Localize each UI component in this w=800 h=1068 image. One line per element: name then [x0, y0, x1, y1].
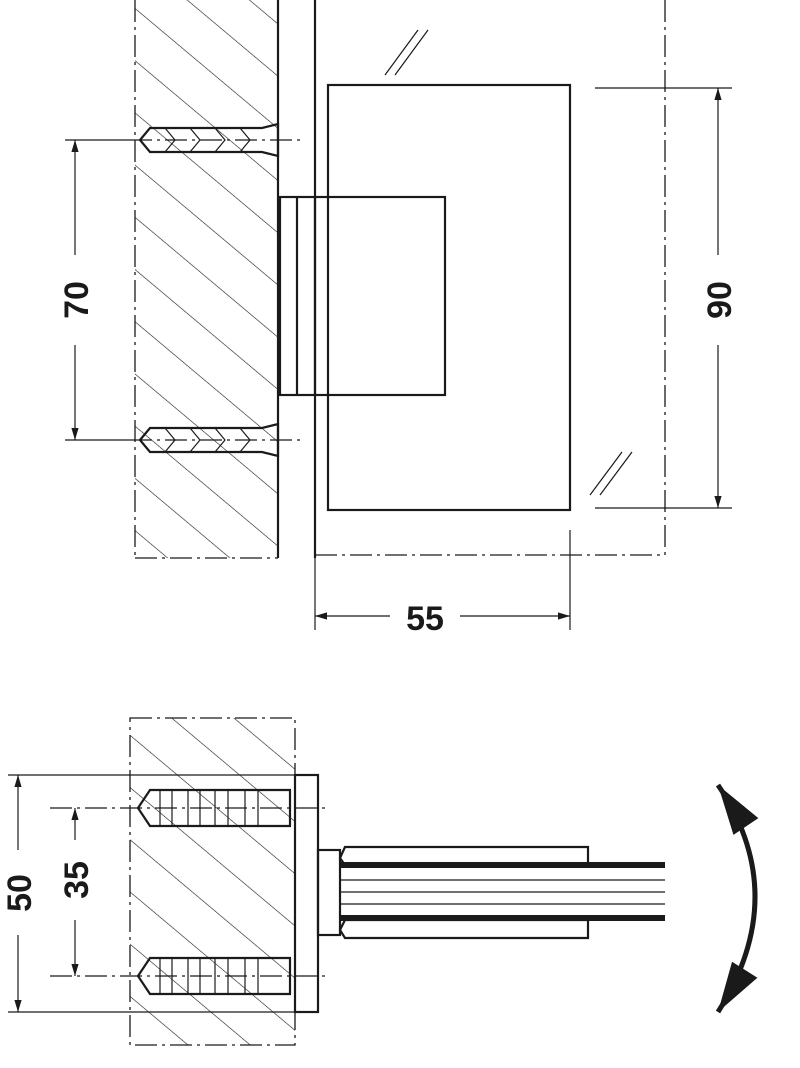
dimension-70: 70: [58, 139, 130, 441]
dimension-label: 90: [701, 281, 739, 319]
hinge-body: [278, 195, 447, 397]
glass-clamp: [316, 845, 665, 940]
dimension-label: 70: [58, 281, 96, 319]
wall-dowel-bottom: [130, 422, 300, 458]
glass-panel: [313, 0, 666, 558]
clamp-plate: [326, 83, 572, 512]
wall-dowel-top: [50, 788, 325, 828]
dimension-label: 35: [58, 861, 96, 899]
dimension-label: 50: [1, 874, 39, 912]
rotation-arrow-icon: [715, 783, 759, 1014]
dimension-35: 35: [58, 808, 96, 976]
wall-dowel-top: [130, 122, 300, 158]
wall-section: [135, 0, 278, 558]
top-view: 70 90 55: [58, 0, 739, 638]
dimension-90: 90: [595, 87, 739, 509]
wall-dowel-bottom: [50, 956, 325, 996]
dimension-label: 55: [406, 600, 444, 638]
dimension-50: 50: [1, 774, 300, 1013]
wall-section: [130, 718, 295, 1045]
side-view: 50 35: [1, 717, 759, 1046]
dimension-55: 55: [314, 530, 571, 638]
